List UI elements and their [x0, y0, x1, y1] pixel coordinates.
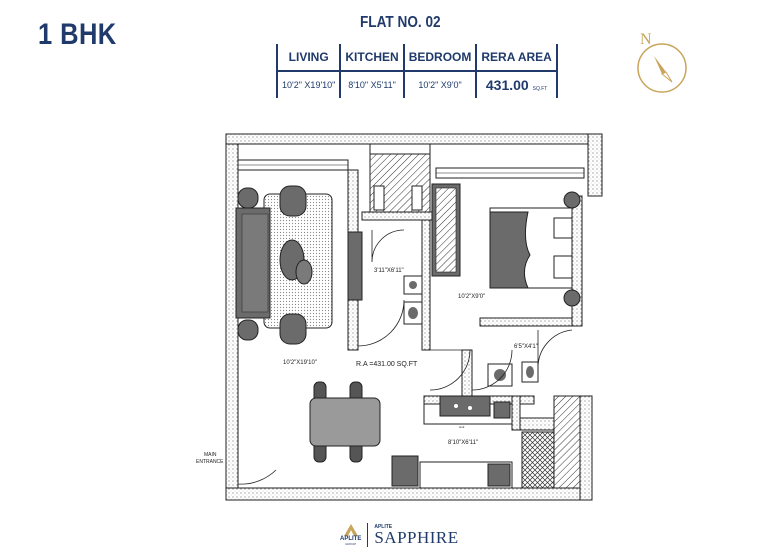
value-living: 10'2" X19'10" [275, 71, 342, 98]
outer-walls [225, 133, 603, 501]
compass-north-label: N [640, 31, 652, 48]
compass-icon: N [637, 31, 687, 93]
rera-area-label: R.A =431.00 SQ.FT [356, 361, 418, 368]
brand-small-name: APLITE [374, 524, 393, 530]
header-rera-area: RERA AREA [475, 44, 558, 72]
wardrobe [431, 183, 461, 277]
main-entrance-label-2: ENTRANCE [196, 459, 224, 465]
living-dimension-label: 10'2"X19'10" [283, 360, 317, 366]
value-kitchen: 8'10" X5'11" [339, 71, 405, 98]
bedroom-dimension-label: 10'2"X9'0" [458, 294, 485, 300]
dining-table [309, 381, 381, 463]
tv-unit [347, 231, 363, 301]
header-living: LIVING [275, 44, 342, 72]
aplite-group-logo: APLITE GROUP [340, 524, 361, 546]
flat-number-title: FLAT NO. 02 [360, 14, 441, 31]
main-entrance-label-1: MAIN [204, 452, 217, 458]
bath-dimension-label: 6'5"X4'1" [514, 344, 538, 350]
brand-logo: APLITE GROUP APLITE SAPPHIRE [340, 520, 459, 550]
logo-divider [367, 523, 369, 547]
value-bedroom: 10'2" X9'0" [402, 71, 478, 98]
rera-unit: SQ.FT [532, 86, 548, 92]
doors [237, 229, 573, 485]
value-rera-area: 431.00 SQ.FT [475, 71, 558, 98]
toilet-dimension-label: 3'11"X6'11" [374, 268, 404, 274]
kitchen-dimension-label: 8'10"X6'11" [448, 440, 478, 446]
sofa-set [235, 185, 333, 345]
header-bedroom: BEDROOM [402, 44, 478, 72]
brand-left-sub: GROUP [345, 542, 357, 546]
brand-left-name: APLITE [340, 536, 362, 542]
brand-big-name: SAPPHIRE [374, 528, 459, 547]
bed [489, 191, 581, 307]
aplite-mark-icon [343, 524, 358, 536]
sapphire-logo: APLITE SAPPHIRE [374, 524, 458, 546]
bath-fixtures [487, 361, 539, 387]
sink-label: sink [459, 425, 465, 429]
header-kitchen: KITCHEN [339, 44, 405, 72]
bhk-heading: 1 BHK [38, 18, 117, 51]
area-table: LIVING KITCHEN BEDROOM RERA AREA 10'2" X… [275, 44, 558, 98]
kitchen-counter [391, 395, 581, 489]
toilet-fixtures [373, 185, 423, 325]
